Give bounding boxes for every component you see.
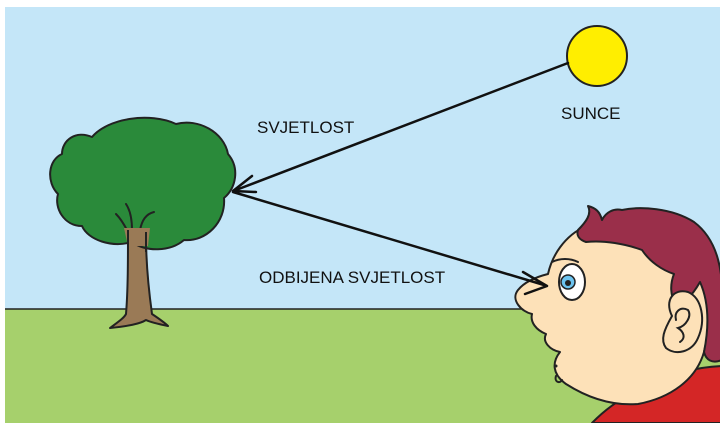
sun-icon	[567, 26, 627, 86]
sun-label: SUNCE	[561, 104, 621, 123]
person-eye	[559, 264, 585, 300]
person-ear	[663, 291, 702, 352]
reflected-light-label: ODBIJENA SVJETLOST	[259, 268, 445, 287]
light-label: SVJETLOST	[257, 118, 354, 137]
